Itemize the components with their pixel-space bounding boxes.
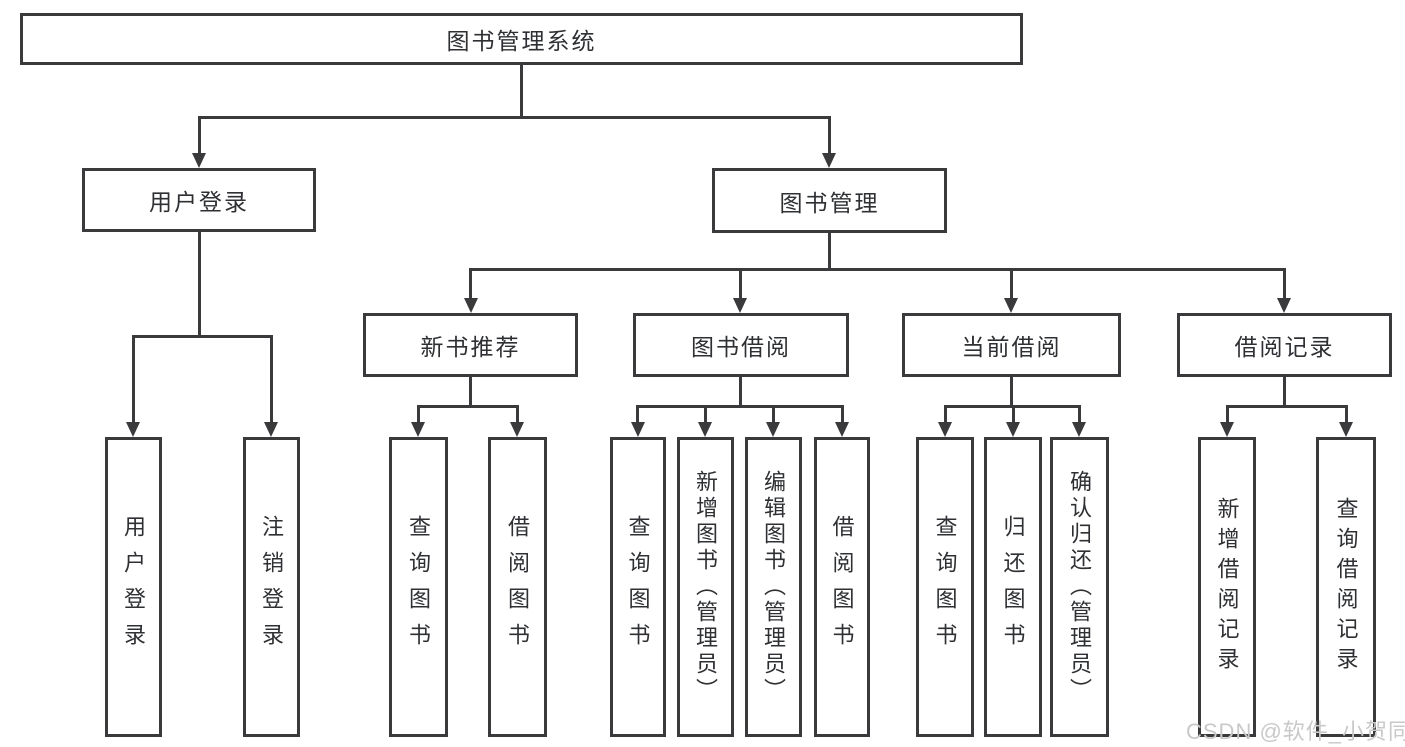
connector-line	[1012, 405, 1015, 425]
arrow-down-icon	[264, 422, 278, 437]
leaf-confirm-return-admin: 确认归还（管理员）	[1050, 437, 1109, 737]
connector-line	[704, 405, 707, 425]
connector-line	[1283, 377, 1286, 408]
leaf-logout: 注销登录	[243, 437, 300, 737]
arrow-down-icon	[464, 298, 478, 313]
connector-line	[469, 268, 472, 301]
node-new-book-recommendation: 新书推荐	[363, 313, 578, 377]
node-label: 新书推荐	[420, 334, 521, 360]
arrow-down-icon	[631, 422, 645, 437]
connector-line	[520, 64, 523, 119]
connector-line	[1226, 405, 1229, 425]
connector-line	[198, 116, 831, 119]
arrow-down-icon	[1006, 422, 1020, 437]
arrow-down-icon	[822, 153, 836, 168]
leaf-label: 新增借阅记录	[1214, 497, 1240, 677]
leaf-query-books-borrowing: 查询图书	[610, 437, 666, 737]
node-book-management: 图书管理	[712, 168, 947, 233]
leaf-label: 借阅图书	[505, 515, 531, 659]
connector-line	[132, 335, 273, 338]
connector-line	[469, 377, 472, 408]
arrow-down-icon	[192, 153, 206, 168]
connector-line	[828, 233, 831, 271]
leaf-label: 新增图书（管理员）	[693, 470, 719, 704]
arrow-down-icon	[938, 422, 952, 437]
leaf-label: 确认归还（管理员）	[1067, 470, 1093, 704]
leaf-label: 查询图书	[932, 515, 958, 659]
node-label: 图书管理系统	[446, 28, 597, 54]
node-root: 图书管理系统	[20, 13, 1023, 65]
leaf-borrow-books-borrowing: 借阅图书	[814, 437, 870, 737]
leaf-return-books: 归还图书	[984, 437, 1042, 737]
leaf-user-login: 用户登录	[105, 437, 162, 737]
leaf-label: 用户登录	[121, 515, 147, 659]
connector-line	[417, 405, 420, 425]
leaf-borrow-books-recommend: 借阅图书	[488, 437, 547, 737]
node-user-login: 用户登录	[82, 168, 316, 232]
leaf-label: 查询图书	[625, 515, 651, 659]
leaf-label: 注销登录	[259, 515, 285, 659]
arrow-down-icon	[1004, 298, 1018, 313]
leaf-label: 归还图书	[1000, 515, 1026, 659]
connector-line	[841, 405, 844, 425]
connector-line	[417, 405, 519, 408]
arrow-down-icon	[733, 298, 747, 313]
arrow-down-icon	[1220, 422, 1234, 437]
connector-line	[132, 335, 135, 424]
arrow-down-icon	[698, 422, 712, 437]
leaf-query-books-current: 查询图书	[916, 437, 974, 737]
connector-line	[1010, 268, 1013, 301]
connector-line	[636, 405, 844, 408]
connector-line	[1283, 268, 1286, 301]
connector-line	[270, 335, 273, 424]
connector-line	[739, 268, 742, 301]
arrow-down-icon	[1339, 422, 1353, 437]
node-label: 借阅记录	[1234, 334, 1335, 360]
watermark: CSDN @软件_小贺同学	[1186, 719, 1405, 744]
connector-line	[1010, 377, 1013, 408]
connector-line	[944, 405, 947, 425]
connector-line	[1226, 405, 1348, 408]
node-current-borrowing: 当前借阅	[902, 313, 1121, 377]
node-borrowing-records: 借阅记录	[1177, 313, 1392, 377]
connector-line	[198, 232, 201, 338]
leaf-query-books-recommend: 查询图书	[389, 437, 448, 737]
arrow-down-icon	[766, 422, 780, 437]
arrow-down-icon	[510, 422, 524, 437]
node-book-borrowing: 图书借阅	[633, 313, 849, 377]
connector-line	[1078, 405, 1081, 425]
connector-line	[469, 268, 1286, 271]
leaf-label: 查询借阅记录	[1333, 497, 1359, 677]
connector-line	[636, 405, 639, 425]
node-label: 图书管理	[779, 189, 880, 216]
connector-line	[516, 405, 519, 425]
leaf-label: 编辑图书（管理员）	[761, 470, 787, 704]
arrow-down-icon	[1277, 298, 1291, 313]
node-label: 图书借阅	[691, 334, 791, 360]
node-label: 当前借阅	[961, 334, 1062, 360]
connector-line	[828, 116, 831, 156]
arrow-down-icon	[1072, 422, 1086, 437]
connector-line	[944, 405, 1081, 408]
connector-line	[772, 405, 775, 425]
arrow-down-icon	[126, 422, 140, 437]
arrow-down-icon	[411, 422, 425, 437]
node-label: 用户登录	[149, 189, 249, 215]
leaf-add-borrow-record: 新增借阅记录	[1198, 437, 1256, 737]
leaf-add-books-admin: 新增图书（管理员）	[677, 437, 734, 737]
leaf-query-borrow-record: 查询借阅记录	[1316, 437, 1376, 737]
leaf-label: 借阅图书	[829, 515, 855, 659]
leaf-edit-books-admin: 编辑图书（管理员）	[745, 437, 802, 737]
connector-line	[1345, 405, 1348, 425]
arrow-down-icon	[835, 422, 849, 437]
connector-line	[198, 116, 201, 156]
leaf-label: 查询图书	[406, 515, 432, 659]
connector-line	[739, 377, 742, 408]
